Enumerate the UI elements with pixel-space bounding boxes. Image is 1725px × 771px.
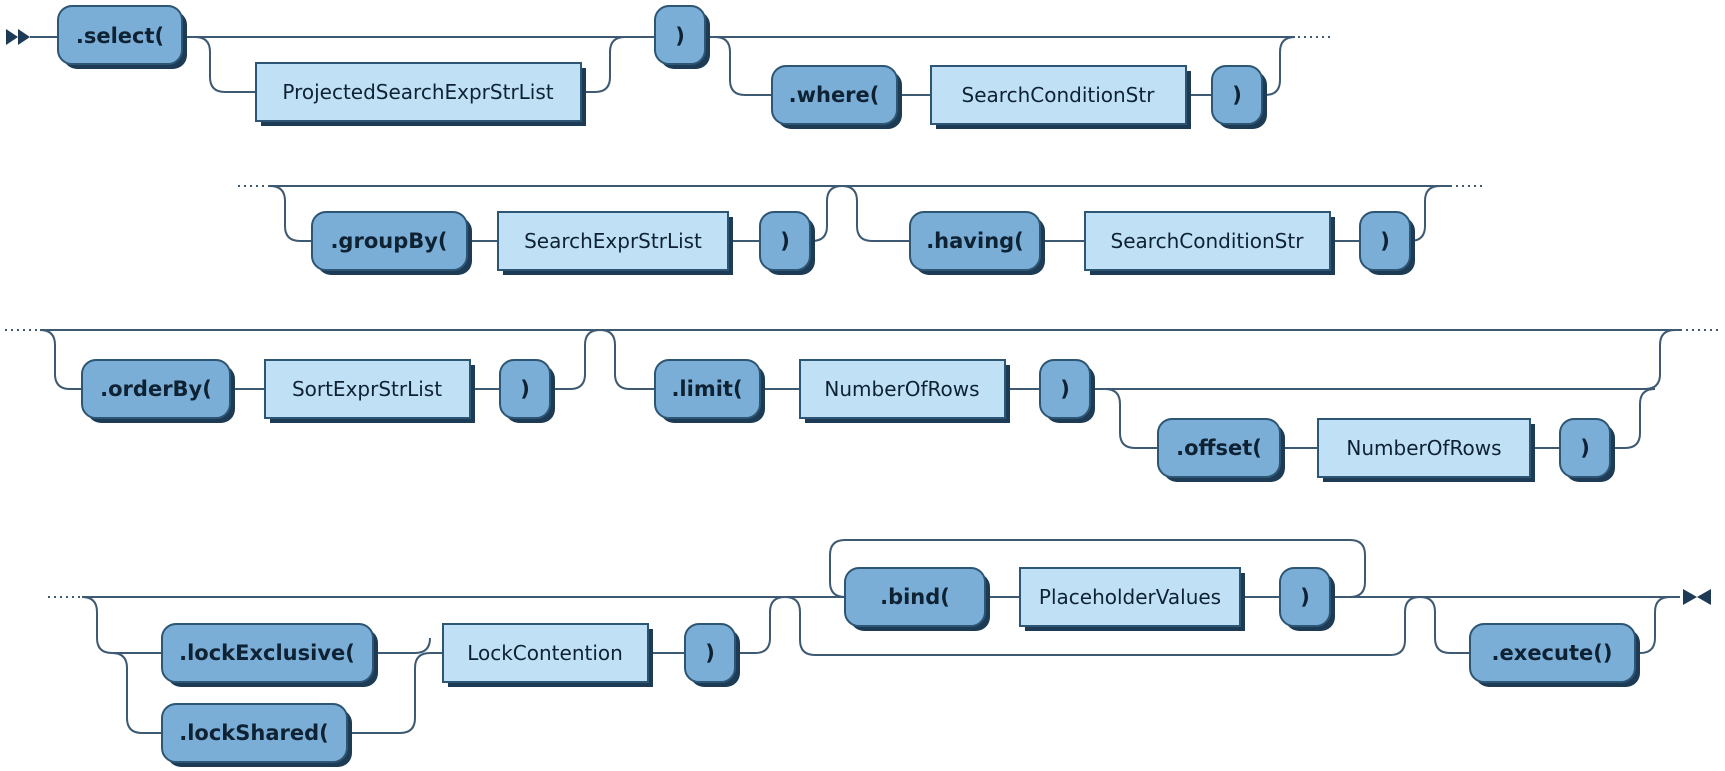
terminal-limit: .limit( bbox=[654, 359, 765, 423]
nonterminal-search-expr-str-list: SearchExprStrList bbox=[497, 211, 733, 275]
svg-text:.offset(: .offset( bbox=[1176, 436, 1262, 460]
terminal-bind: .bind( bbox=[844, 567, 990, 631]
svg-text:.groupBy(: .groupBy( bbox=[330, 229, 447, 253]
terminal-group-by: .groupBy( bbox=[311, 211, 472, 275]
terminal-select: .select( bbox=[57, 5, 187, 69]
svg-text:.select(: .select( bbox=[76, 24, 164, 48]
terminal-lock-close: ) bbox=[684, 623, 740, 687]
svg-text:): ) bbox=[1060, 377, 1070, 401]
nonterminal-number-of-rows: NumberOfRows bbox=[799, 359, 1010, 423]
terminal-having-close: ) bbox=[1359, 211, 1415, 275]
svg-text:.where(: .where( bbox=[789, 83, 880, 107]
svg-text:.limit(: .limit( bbox=[671, 377, 742, 401]
nonterminal-placeholder-values: PlaceholderValues bbox=[1019, 567, 1245, 631]
terminal-order-by-close: ) bbox=[499, 359, 555, 423]
nonterminal-number-of-rows-offset: NumberOfRows bbox=[1317, 418, 1535, 482]
svg-text:.having(: .having( bbox=[926, 229, 1024, 253]
svg-text:PlaceholderValues: PlaceholderValues bbox=[1039, 585, 1221, 609]
svg-text:NumberOfRows: NumberOfRows bbox=[824, 377, 979, 401]
svg-text:ProjectedSearchExprStrList: ProjectedSearchExprStrList bbox=[282, 80, 553, 104]
svg-text:SortExprStrList: SortExprStrList bbox=[292, 377, 442, 401]
svg-text:): ) bbox=[520, 377, 530, 401]
svg-text:): ) bbox=[1232, 83, 1242, 107]
svg-text:SearchConditionStr: SearchConditionStr bbox=[962, 83, 1156, 107]
nonterminal-search-condition-str: SearchConditionStr bbox=[930, 65, 1191, 129]
terminal-select-close: ) bbox=[654, 5, 710, 69]
terminal-group-by-close: ) bbox=[759, 211, 815, 275]
svg-text:LockContention: LockContention bbox=[467, 641, 623, 665]
svg-text:.execute(): .execute() bbox=[1492, 641, 1613, 665]
terminal-offset-close: ) bbox=[1559, 418, 1615, 482]
terminal-lock-shared: .lockShared( bbox=[161, 703, 352, 767]
nonterminal-sort-expr-str-list: SortExprStrList bbox=[264, 359, 475, 423]
nonterminal-search-condition-str: SearchConditionStr bbox=[1084, 211, 1335, 275]
terminal-where-close: ) bbox=[1211, 65, 1267, 129]
end-marker-icon bbox=[1683, 589, 1711, 605]
svg-text:SearchExprStrList: SearchExprStrList bbox=[524, 229, 702, 253]
svg-text:): ) bbox=[1300, 585, 1310, 609]
start-marker-icon bbox=[6, 29, 30, 45]
svg-text:SearchConditionStr: SearchConditionStr bbox=[1111, 229, 1305, 253]
svg-text:): ) bbox=[780, 229, 790, 253]
svg-text:): ) bbox=[705, 641, 715, 665]
terminal-offset: .offset( bbox=[1157, 418, 1285, 482]
svg-text:): ) bbox=[1580, 436, 1590, 460]
svg-text:NumberOfRows: NumberOfRows bbox=[1346, 436, 1501, 460]
terminal-bind-close: ) bbox=[1279, 567, 1335, 631]
svg-text:.orderBy(: .orderBy( bbox=[100, 377, 212, 401]
nonterminal-lock-contention: LockContention bbox=[442, 623, 653, 687]
svg-text:.lockShared(: .lockShared( bbox=[179, 721, 329, 745]
svg-text:.lockExclusive(: .lockExclusive( bbox=[179, 641, 355, 665]
svg-text:.bind(: .bind( bbox=[880, 585, 950, 609]
svg-text:): ) bbox=[1380, 229, 1390, 253]
nonterminal-projected-search-expr-str-list: ProjectedSearchExprStrList bbox=[255, 62, 586, 126]
terminal-lock-exclusive: .lockExclusive( bbox=[161, 623, 378, 687]
terminal-order-by: .orderBy( bbox=[81, 359, 235, 423]
terminal-having: .having( bbox=[909, 211, 1045, 275]
terminal-execute: .execute() bbox=[1469, 623, 1640, 687]
svg-text:): ) bbox=[675, 24, 685, 48]
terminal-limit-close: ) bbox=[1039, 359, 1095, 423]
terminal-where: .where( bbox=[771, 65, 902, 129]
